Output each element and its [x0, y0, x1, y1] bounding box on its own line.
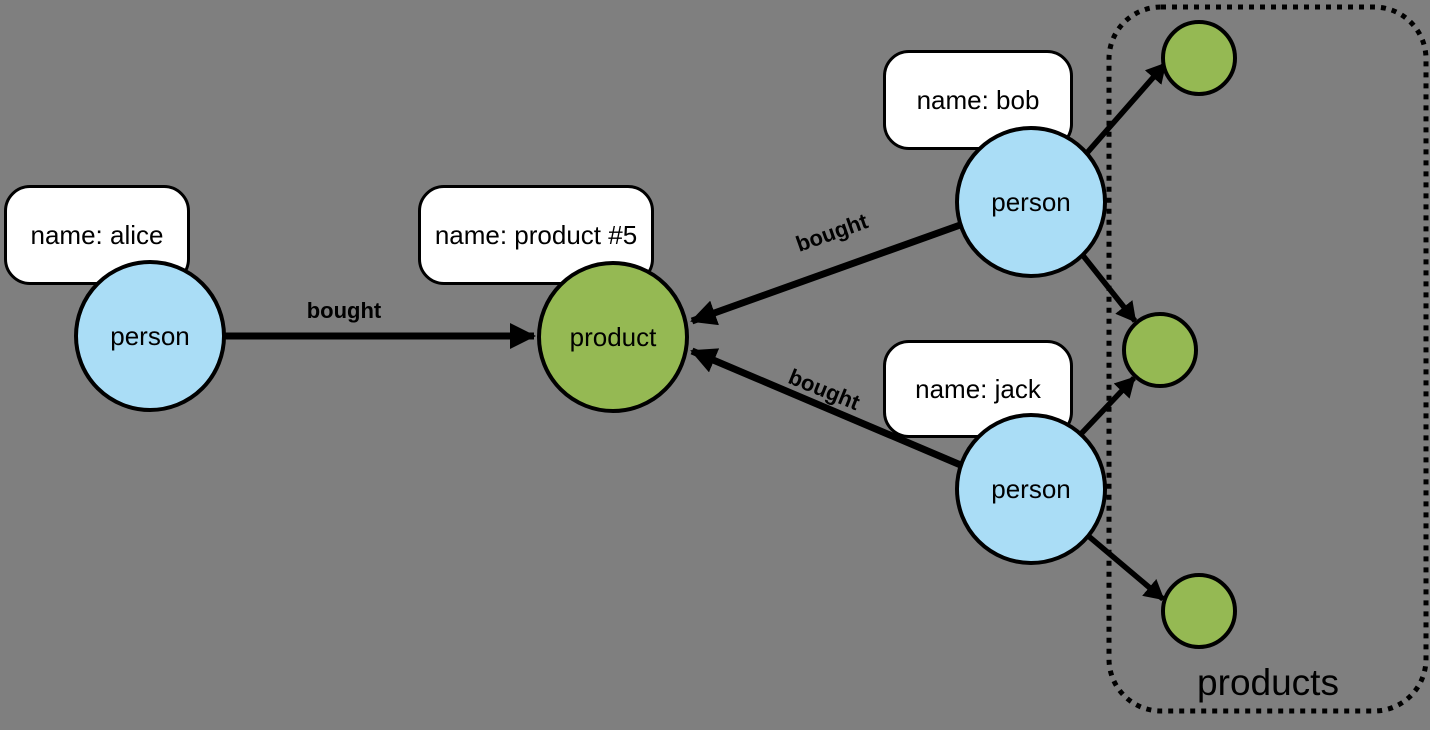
- node-bob: person: [955, 126, 1107, 278]
- edge-jack-bought-product: [690, 347, 965, 470]
- edge-bob-product-top: [1083, 62, 1168, 156]
- products-cluster-border: [1106, 4, 1429, 714]
- node-jack: person: [955, 413, 1107, 565]
- node-product-top: [1161, 20, 1237, 96]
- property-box-alice: name: alice: [4, 185, 190, 285]
- products-cluster-label: products: [1197, 662, 1339, 703]
- edge-label-alice-bought: bought: [306, 298, 382, 323]
- node-product-bottom: [1161, 573, 1237, 649]
- edge-bob-bought-product: [690, 220, 965, 326]
- node-product-middle: [1122, 312, 1198, 388]
- edge-bob-product-middle: [1078, 251, 1138, 323]
- node-alice: person: [74, 260, 226, 412]
- edge-jack-product-middle: [1077, 376, 1136, 438]
- node-product5: product: [537, 261, 689, 413]
- edge-jack-product-bottom: [1084, 531, 1165, 602]
